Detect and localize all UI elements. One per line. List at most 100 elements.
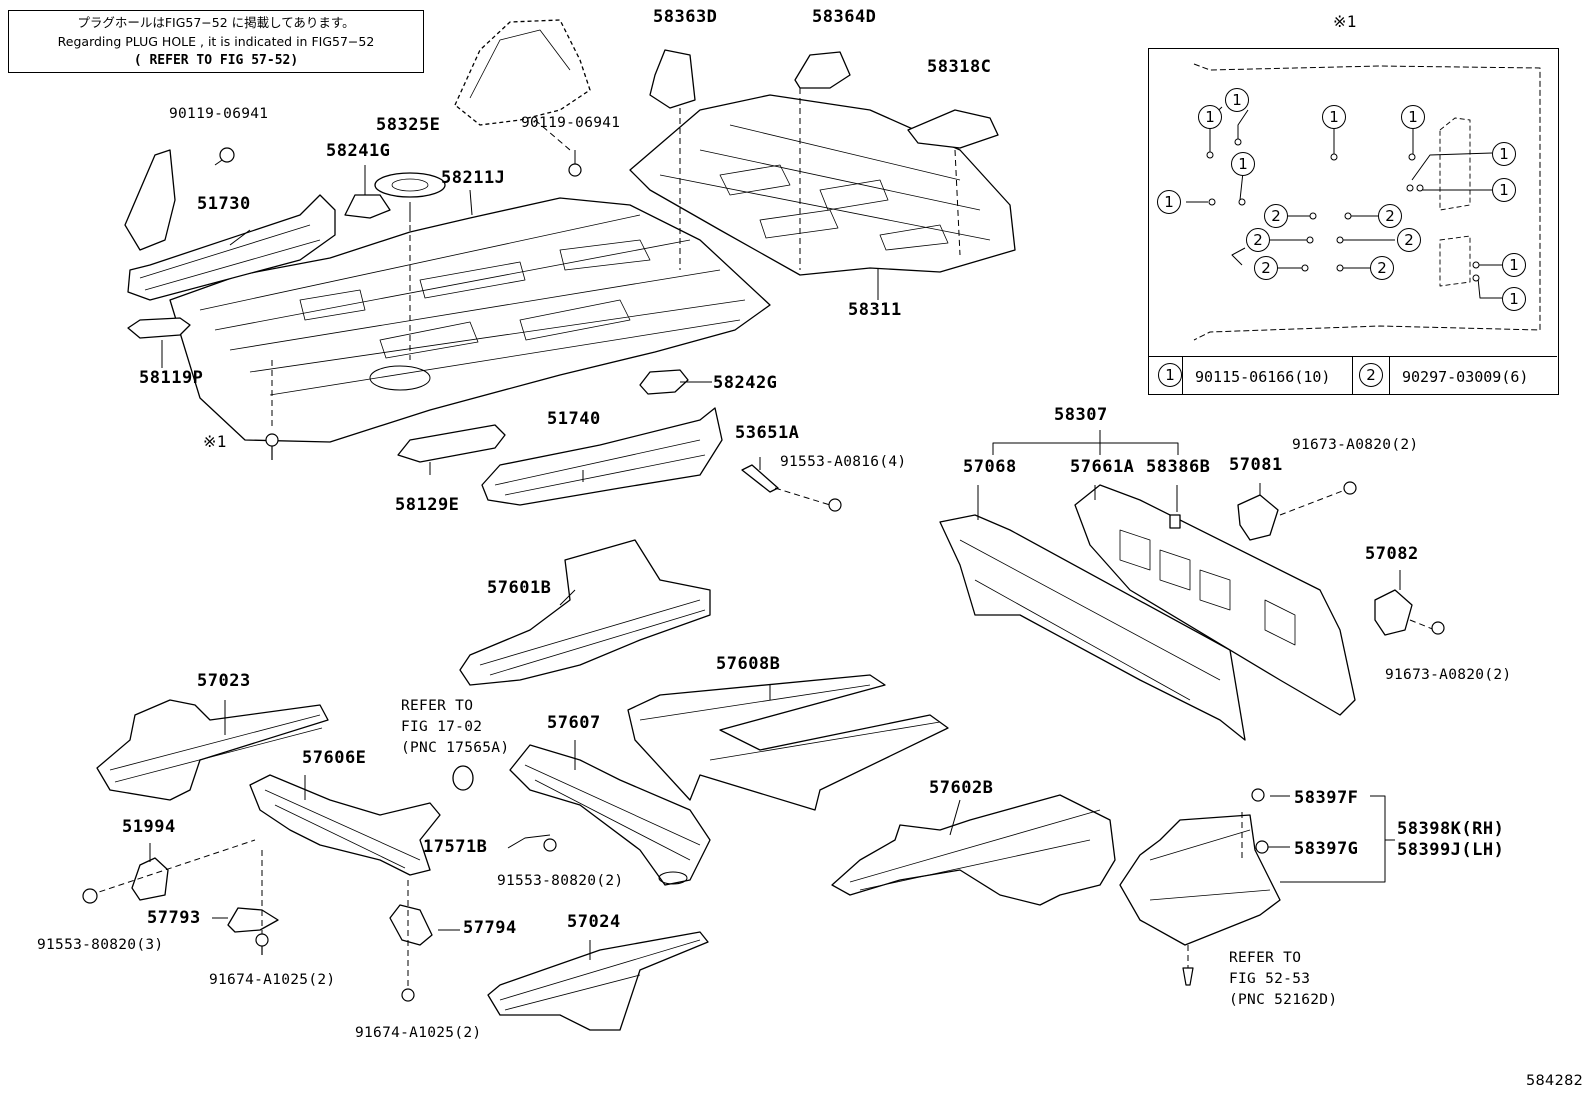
inset-callout-2: 2: [1370, 256, 1394, 280]
label-57793: 57793: [147, 908, 201, 928]
refer-note-box: プラグホールはFIG57−52 に掲載してあります。 Regarding PLU…: [8, 10, 424, 73]
legend-symbol-1: 1: [1158, 363, 1182, 387]
inset-callout-1: 1: [1198, 105, 1222, 129]
inset-bolt-dots: [1206, 138, 1480, 282]
label-90119-06941-right: 90119-06941: [521, 115, 621, 131]
label-58325E: 58325E: [376, 115, 441, 135]
member-57601B-shape: [459, 539, 711, 686]
label-91553-A0816: 91553-A0816(4): [780, 454, 907, 470]
inset-title: ※1: [1333, 12, 1357, 31]
label-note-1: ※1: [203, 432, 227, 451]
label-refer-52-line1: REFER TO: [1229, 950, 1302, 966]
panel-57661A-shape: [1074, 484, 1356, 716]
inset-callout-2: 2: [1397, 228, 1421, 252]
inset-callout-2: 2: [1254, 256, 1278, 280]
inset-callout-1: 1: [1322, 105, 1346, 129]
inset-legend: 1 90115-06166(10) 2 90297-03009(6): [1149, 356, 1557, 394]
inset-callout-1: 1: [1157, 190, 1181, 214]
label-58363D: 58363D: [653, 7, 718, 27]
legend-symbol-2: 2: [1359, 363, 1383, 387]
label-58242G: 58242G: [713, 373, 778, 393]
front-floor-pan-shape: [169, 197, 771, 443]
inset-callout-2: 2: [1378, 204, 1402, 228]
label-58119P: 58119P: [139, 368, 204, 388]
inset-callout-1: 1: [1502, 287, 1526, 311]
label-58129E: 58129E: [395, 495, 460, 515]
dashed-leader-lines: [89, 88, 1436, 990]
label-58241G: 58241G: [326, 141, 391, 161]
label-58311: 58311: [848, 300, 902, 320]
legend-cell-2-part: 90297-03009(6): [1389, 357, 1559, 394]
wheel-housing-shape: [454, 19, 591, 126]
label-57601B: 57601B: [487, 578, 552, 598]
member-57608B-shape: [627, 674, 949, 811]
label-refer-52-line3: (PNC 52162D): [1229, 992, 1338, 1008]
label-17571B: 17571B: [423, 837, 488, 857]
label-refer-17-line2: FIG 17-02: [401, 719, 483, 735]
label-91674-A1025-left: 91674-A1025(2): [209, 972, 336, 988]
member-57023-shape: [96, 699, 329, 801]
label-57081: 57081: [1229, 455, 1283, 475]
inset-callout-1: 1: [1231, 152, 1255, 176]
label-57606E: 57606E: [302, 748, 367, 768]
label-58397F: 58397F: [1294, 788, 1359, 808]
inset-callout-1: 1: [1492, 178, 1516, 202]
label-57082: 57082: [1365, 544, 1419, 564]
label-91553-80820-2: 91553-80820(2): [497, 873, 624, 889]
member-57024-shape: [487, 931, 709, 1031]
member-57607-shape: [509, 744, 711, 886]
inset-callout-2: 2: [1264, 204, 1288, 228]
label-57661A: 57661A: [1070, 457, 1135, 477]
legend-part-2: 90297-03009(6): [1402, 368, 1529, 386]
note-line-3: ( REFER TO FIG 57-52): [133, 53, 299, 68]
member-57606E-shape: [249, 774, 441, 876]
label-91673-A0820-top: 91673-A0820(2): [1292, 437, 1419, 453]
label-91674-A1025-bottom: 91674-A1025(2): [355, 1025, 482, 1041]
rail-51740-shape: [481, 407, 723, 506]
label-refer-17-line1: REFER TO: [401, 698, 474, 714]
label-57023: 57023: [197, 671, 251, 691]
label-58307: 58307: [1054, 405, 1108, 425]
legend-part-1: 90115-06166(10): [1195, 368, 1331, 386]
label-53651A: 53651A: [735, 423, 800, 443]
figure-number: 584282: [1526, 1073, 1584, 1089]
plug-58325E-shape: [374, 172, 446, 198]
label-58399J: 58399J(LH): [1397, 840, 1505, 860]
inset-callout-1: 1: [1492, 142, 1516, 166]
label-57607: 57607: [547, 713, 601, 733]
label-58386B: 58386B: [1146, 457, 1211, 477]
inset-callout-1: 1: [1502, 253, 1526, 277]
inset-callout-1: 1: [1401, 105, 1425, 129]
note-line-2: Regarding PLUG HOLE , it is indicated in…: [57, 34, 375, 49]
label-58318C: 58318C: [927, 57, 992, 77]
inset-callout-1: 1: [1225, 88, 1249, 112]
label-91553-80820-3: 91553-80820(3): [37, 937, 164, 953]
label-57602B: 57602B: [929, 778, 994, 798]
legend-cell-1: 90115-06166(10): [1182, 357, 1353, 394]
label-58398K: 58398K(RH): [1397, 819, 1505, 839]
label-58397G: 58397G: [1294, 839, 1359, 859]
legend-cell-2: 2 90297-03009(6): [1352, 357, 1558, 394]
label-51730: 51730: [197, 194, 251, 214]
inset-callout-2: 2: [1246, 228, 1270, 252]
label-91673-A0820-bottom: 91673-A0820(2): [1385, 667, 1512, 683]
label-57794: 57794: [463, 918, 517, 938]
label-90119-06941-left: 90119-06941: [169, 106, 269, 122]
label-57024: 57024: [567, 912, 621, 932]
inset-panel: 1 90115-06166(10) 2 90297-03009(6): [1148, 48, 1559, 395]
label-51994: 51994: [122, 817, 176, 837]
bracket-58398K-shape: [1119, 814, 1281, 946]
note-line-1: プラグホールはFIG57−52 に掲載してあります。: [77, 15, 355, 30]
label-refer-52-line2: FIG 52-53: [1229, 971, 1311, 987]
crossmember-57068-shape: [939, 514, 1246, 741]
fasteners: [82, 147, 1445, 1002]
member-57602B-shape: [831, 794, 1116, 906]
label-51740: 51740: [547, 409, 601, 429]
label-57068: 57068: [963, 457, 1017, 477]
label-refer-17-line3: (PNC 17565A): [401, 740, 510, 756]
label-58211J: 58211J: [441, 168, 506, 188]
rail-51730-shape: [127, 194, 336, 301]
label-58364D: 58364D: [812, 7, 877, 27]
